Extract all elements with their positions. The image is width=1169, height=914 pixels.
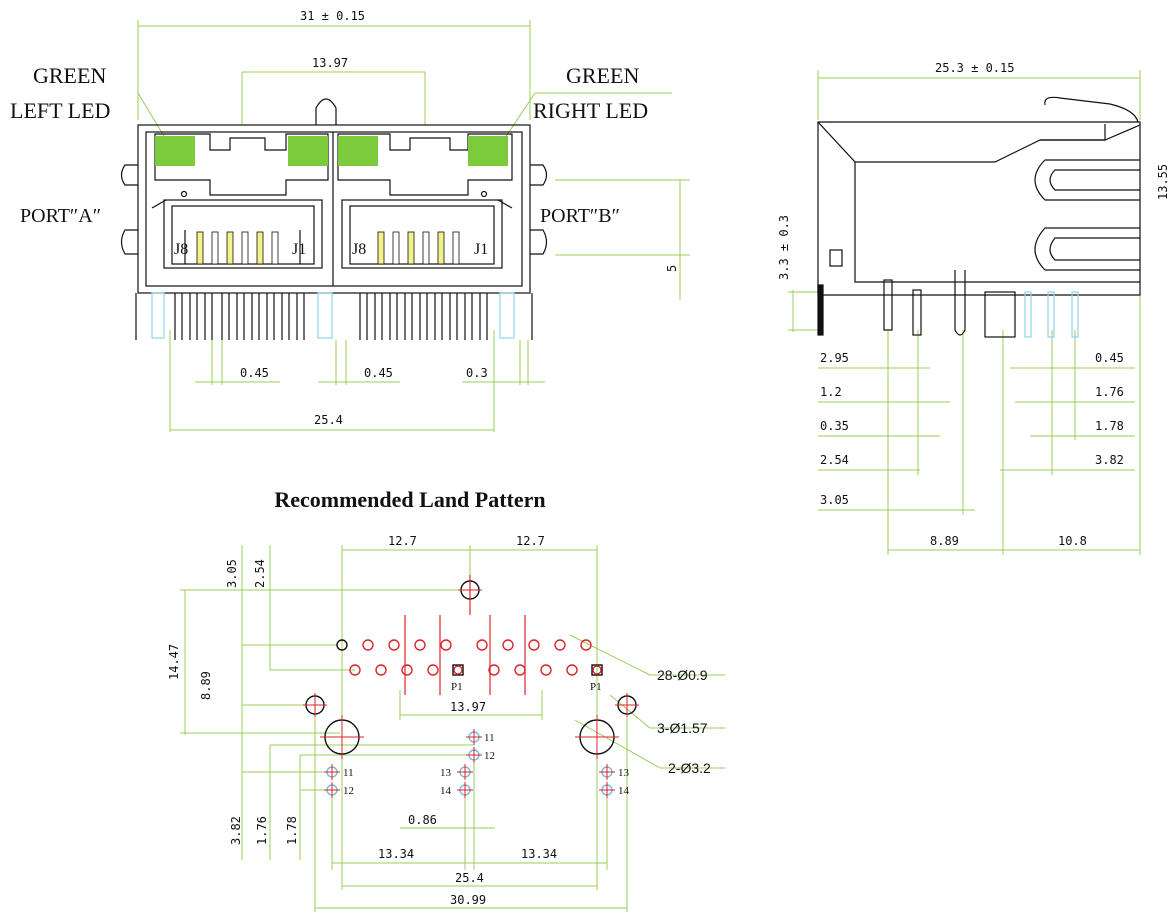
land-v382: 3.82 [229, 816, 243, 845]
land-half-right: 13.34 [521, 847, 557, 861]
port-b-label: PORT″B″ [540, 205, 620, 227]
side-dim-right-4: 3.82 [1095, 453, 1124, 467]
land-v305: 3.05 [225, 559, 239, 588]
side-dim-right-3: 1.78 [1095, 419, 1124, 433]
side-dimension-lines [788, 70, 1141, 555]
p1-label-left: P1 [451, 681, 463, 693]
front-leg-pins [135, 292, 533, 340]
land-v178: 1.78 [285, 816, 299, 845]
land-top-left-dim: 12.7 [388, 534, 417, 548]
side-standoff-label: 3.3 ± 0.3 [777, 215, 791, 280]
pin-dim-label-2: 0.45 [364, 366, 393, 380]
left-led-color: GREEN [33, 63, 106, 88]
pin-dim-label-3: 0.3 [466, 366, 488, 380]
front-view [120, 20, 690, 432]
left-led-b [288, 136, 328, 166]
land-v254: 2.54 [253, 559, 267, 588]
land-pattern-title: Recommended Land Pattern [274, 487, 545, 512]
land-span: 25.4 [455, 871, 484, 885]
right-j8-label: J8 [352, 241, 366, 258]
side-dim-left-2: 1.2 [820, 385, 842, 399]
left-j8-label: J8 [174, 241, 188, 258]
side-bottom-left: 8.89 [930, 534, 959, 548]
holes-small-label: 28-Ø0.9 [657, 667, 708, 683]
hole-row-bottom [349, 664, 603, 676]
port-pitch-label: 13.97 [312, 56, 348, 70]
side-depth-label: 25.3 ± 0.15 [935, 61, 1014, 75]
right-led-color: GREEN [566, 63, 639, 88]
hole-row-top [336, 639, 592, 651]
right-j1-label: J1 [474, 241, 488, 258]
left-led-a [155, 136, 195, 166]
right-led-b [468, 136, 508, 166]
pin12-center: 12 [484, 750, 495, 762]
left-led-label: LEFT LED [10, 98, 110, 123]
side-dim-left-4: 2.54 [820, 453, 849, 467]
land-v889: 8.89 [199, 671, 213, 700]
pin12-left: 12 [343, 785, 354, 797]
land-top-right-dim: 12.7 [516, 534, 545, 548]
holes-big-label: 2-Ø3.2 [668, 760, 711, 776]
side-dim-right-1: 0.45 [1095, 351, 1124, 365]
pin14-center: 14 [440, 785, 452, 797]
land-pitch-label: 13.97 [450, 700, 486, 714]
side-view [788, 70, 1141, 555]
pin13-right: 13 [618, 767, 630, 779]
land-v1447: 14.47 [167, 644, 181, 680]
pin11-left: 11 [343, 767, 354, 779]
side-dim-right-2: 1.76 [1095, 385, 1124, 399]
pin13-center: 13 [440, 767, 452, 779]
land-pattern-dimension-lines [180, 545, 725, 912]
land-pattern-slot-lines [404, 575, 526, 695]
led-indicators [155, 136, 508, 166]
pin11-center: 11 [484, 732, 495, 744]
overall-width-label: 31 ± 0.15 [300, 9, 365, 23]
side-dim-left-5: 3.05 [820, 493, 849, 507]
holes-mid-label: 3-Ø1.57 [657, 720, 708, 736]
right-led-a [338, 136, 378, 166]
pin-dim-label-1: 0.45 [240, 366, 269, 380]
front-housing [137, 124, 531, 294]
side-dim-left-3: 0.35 [820, 419, 849, 433]
side-height-label: 13.55 [1156, 164, 1169, 200]
land-overall: 30.99 [450, 893, 486, 907]
side-bottom-right: 10.8 [1058, 534, 1087, 548]
front-dimension-lines [137, 20, 690, 432]
port-a-label: PORT″A″ [20, 205, 101, 227]
side-dim-left-1: 2.95 [820, 351, 849, 365]
pin14-right: 14 [618, 785, 630, 797]
left-j1-label: J1 [292, 241, 306, 258]
contact-pins [196, 231, 460, 265]
land-pattern-holes [305, 580, 637, 796]
land-v176: 1.76 [255, 816, 269, 845]
height-dim-label: 5 [665, 265, 679, 272]
land-pattern-crosshairs [303, 578, 639, 798]
right-led-label: RIGHT LED [533, 98, 648, 123]
land-half-left: 13.34 [378, 847, 414, 861]
pin-span-label: 25.4 [314, 413, 343, 427]
land-d086: 0.86 [408, 813, 437, 827]
p1-label-right: P1 [590, 681, 602, 693]
